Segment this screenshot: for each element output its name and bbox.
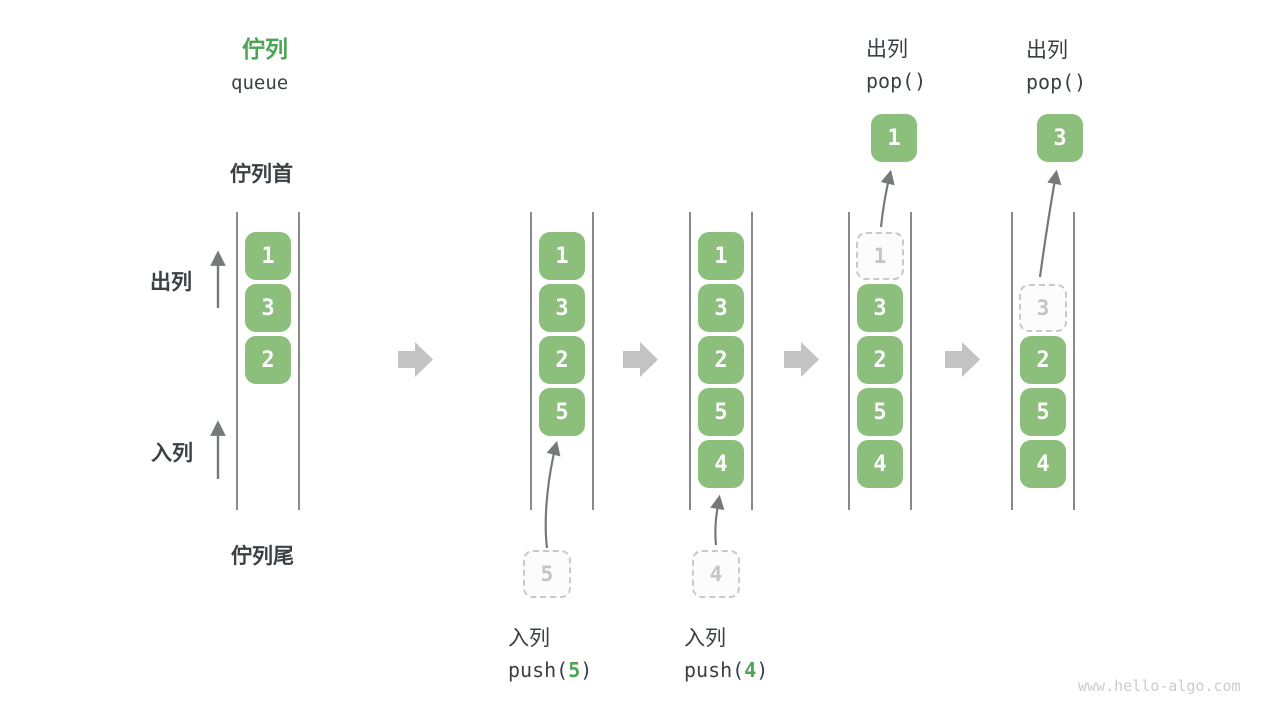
pop-arrow-icon <box>879 169 895 228</box>
enqueue-op-label: 入列 <box>684 626 726 650</box>
incoming-item-ghost: 5 <box>523 550 571 598</box>
queue-item: 1 <box>539 232 585 280</box>
diagram-title-en: queue <box>231 72 289 94</box>
queue-item: 3 <box>245 284 291 332</box>
dequeue-op-label: 出列 <box>866 37 908 61</box>
code-arg: 5 <box>568 658 581 682</box>
code-pre: push( <box>684 658 745 682</box>
queue-item: 2 <box>1020 336 1066 384</box>
code-pre: push( <box>508 658 569 682</box>
dequeue-op-code: pop() <box>1026 70 1087 94</box>
queue-walls <box>236 212 1075 510</box>
queue-front-label: 佇列首 <box>230 162 293 186</box>
step-arrow-icon <box>784 342 819 377</box>
queue-item: 3 <box>539 284 585 332</box>
queue-item: 4 <box>857 440 903 488</box>
removed-item-ghost: 3 <box>1019 284 1067 332</box>
queue-item: 2 <box>857 336 903 384</box>
queue-item: 2 <box>245 336 291 384</box>
dequeue-op-code: pop() <box>866 69 927 93</box>
queue-item: 3 <box>698 284 744 332</box>
step-arrow-icon <box>945 342 980 377</box>
queue-item: 5 <box>857 388 903 436</box>
step-arrow-icon <box>623 342 658 377</box>
queue-item: 5 <box>698 388 744 436</box>
popped-item: 1 <box>871 114 917 162</box>
watermark: www.hello-algo.com <box>1078 677 1241 695</box>
push-arrow-icon <box>544 440 561 549</box>
queue-item: 3 <box>857 284 903 332</box>
popped-item: 3 <box>1037 114 1083 162</box>
queue-item: 5 <box>1020 388 1066 436</box>
queue-item: 4 <box>1020 440 1066 488</box>
diagram-title-zh: 佇列 <box>242 37 288 63</box>
queue-item: 5 <box>539 388 585 436</box>
queue-item: 4 <box>698 440 744 488</box>
code-post: ) <box>756 658 769 682</box>
queue-item: 2 <box>539 336 585 384</box>
enqueue-op-code: push(4) <box>684 658 768 682</box>
queue-item: 1 <box>245 232 291 280</box>
dequeue-op-label: 出列 <box>1026 38 1068 62</box>
incoming-item-ghost: 4 <box>692 550 740 598</box>
code-post: ) <box>580 658 593 682</box>
push-arrow-icon <box>710 494 725 546</box>
pop-arrow-icon <box>1038 169 1062 278</box>
queue-rear-label: 佇列尾 <box>231 544 294 568</box>
queue-item: 1 <box>698 232 744 280</box>
enqueue-op-code: push(5) <box>508 658 592 682</box>
dequeue-side-label: 出列 <box>150 270 192 294</box>
enqueue-op-label: 入列 <box>508 626 550 650</box>
enqueue-side-label: 入列 <box>151 441 193 465</box>
step-arrow-icon <box>398 342 433 377</box>
queue-item: 2 <box>698 336 744 384</box>
removed-item-ghost: 1 <box>856 232 904 280</box>
code-arg: 4 <box>744 658 757 682</box>
